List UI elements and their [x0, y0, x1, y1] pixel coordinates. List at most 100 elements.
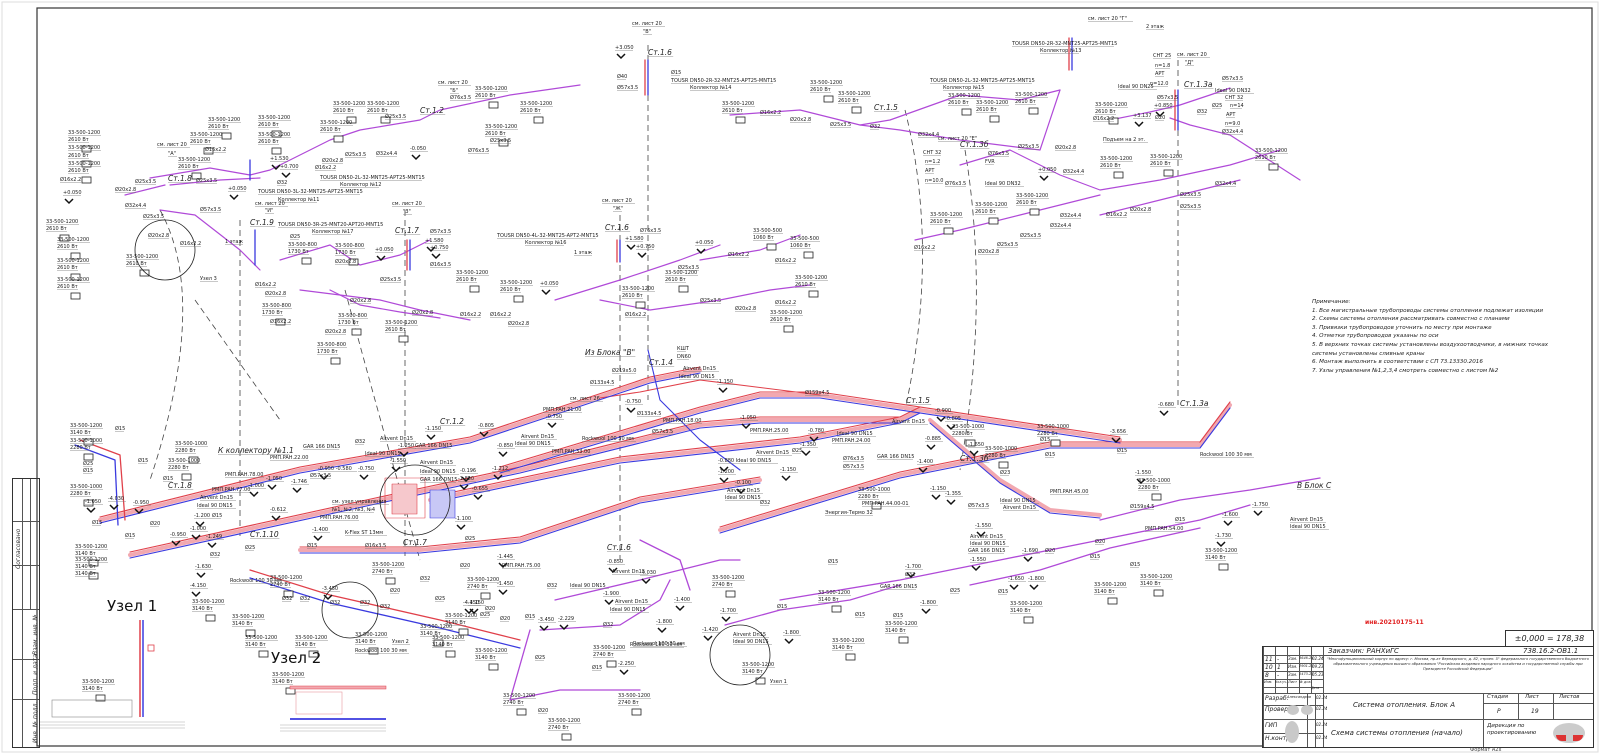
annotation-label: TOUSR DN50-4L-32-MNT25-APT2-MNT15 — [496, 233, 599, 239]
annotation-label: Ø20x2.8 — [412, 309, 433, 316]
radiator-icon — [330, 357, 341, 365]
annotation-label: GAR 166 DN15 — [303, 444, 340, 450]
radiator-icon — [1050, 439, 1061, 447]
radiator-icon — [245, 629, 256, 637]
annotation-label: Ø32x4.4 — [1063, 168, 1084, 175]
elevation-mark-icon — [493, 474, 503, 481]
radiator-icon — [181, 473, 192, 481]
annotation-label: 33-500-1200 — [1010, 601, 1042, 607]
annotation-label: K-Flex ST 13мм — [345, 530, 383, 536]
annotation-label: Ø20 — [390, 587, 400, 594]
annotation-label: 33-500-1200 — [475, 648, 507, 654]
elevation-mark-icon — [719, 477, 729, 484]
annotation-label: PMП.PAH.45.00 — [1050, 489, 1088, 495]
annotation-label: -1.550 — [975, 523, 991, 529]
annotation-label: 33-500-1200 — [190, 132, 222, 138]
annotation-label: -1.350 — [800, 442, 816, 448]
annotation-label: +3.050 — [615, 45, 634, 51]
annotation-label: Ø32 — [1197, 108, 1207, 115]
annotation-label: Ideal 90 DN15 — [1290, 524, 1326, 530]
notes-block: Примечание: 1. Все магистральные трубопр… — [1312, 298, 1582, 375]
rev-date: 09.23 — [1312, 664, 1324, 669]
rev-date: 02.24 — [1312, 656, 1324, 661]
note-item: 3. Привязки трубопроводов уточнить по ме… — [1312, 324, 1492, 331]
annotation-label: Коллектор №11 — [278, 197, 319, 203]
annotation-label: 33-500-800 — [335, 243, 364, 249]
signer-role: ГИП — [1265, 722, 1278, 729]
elevation-mark-icon — [971, 565, 981, 572]
radiator-icon — [81, 160, 92, 168]
annotation-label: Ø20x2.8 — [978, 248, 999, 255]
annotation-label: n=1.8 — [1155, 63, 1170, 69]
elevation-mark-icon — [196, 572, 206, 579]
node1-detail: Узел 1 — [40, 597, 185, 729]
annotation-label: 2280 Вт — [70, 445, 91, 451]
annotation-label: APT — [1155, 71, 1165, 77]
radiator-icon — [783, 325, 794, 333]
annotation-label: 33-500-1200 — [355, 632, 387, 638]
radiator-icon — [469, 285, 480, 293]
annotation-label: Airvent Dn15 — [420, 460, 453, 466]
annotation-label: 33-500-1200 — [742, 662, 774, 668]
annotation-label: n=14 — [1230, 103, 1244, 109]
annotation-label: -1.800 — [783, 630, 799, 636]
side-strip: Согласовано Взам. инв. № Подп. и дата Ин… — [12, 478, 40, 748]
annotation-label: см. лист 20 "Е" — [938, 136, 977, 142]
annotation-label: 33-500-500 — [790, 236, 819, 242]
annotation-label: Ø32 — [282, 595, 292, 602]
annotation-label: 33-500-1200 — [885, 621, 917, 627]
elevation-mark-icon — [784, 638, 794, 645]
annotation-label: n=9.0 — [1225, 121, 1240, 127]
annotation-label: -0.880 Ideal 90 DN15 — [718, 458, 771, 464]
annotation-label: Из Блока "В" — [585, 348, 635, 357]
annotation-label: Коллектор №14 — [690, 85, 731, 91]
annotation-label: -0.805 — [945, 416, 961, 422]
annotation-label: 33-500-1200 — [593, 645, 625, 651]
annotation-label: +0.750 — [430, 245, 449, 251]
radiator-icon — [606, 660, 617, 668]
annotation-label: Ø32 — [760, 499, 770, 506]
annotation-label: -1.900 — [603, 591, 619, 597]
annotation-label: PMП.PAH.33.00 — [552, 449, 590, 455]
annotation-label: Ø15 — [1175, 516, 1185, 523]
annotation-label: Ø15 — [1040, 436, 1050, 443]
annotation-label: 3140 Вт — [82, 686, 103, 692]
annotation-label: -4.030 — [108, 496, 124, 502]
annotation-label: +1.580 — [425, 238, 444, 244]
elevation-mark-icon — [541, 289, 551, 296]
elevation-mark-icon — [271, 164, 281, 171]
annotation-label: Ø32 — [603, 621, 613, 628]
radiator-icon — [88, 572, 99, 580]
radiator-icon — [498, 139, 509, 147]
annotation-label: +0.700 — [280, 164, 299, 170]
annotation-label: 2740 Вт — [618, 700, 639, 706]
annotation-label: Ø32 — [277, 179, 287, 186]
annotation-label: 33-500-1200 — [385, 320, 417, 326]
annotation-label: 33-500-1200 — [930, 212, 962, 218]
annotation-label: 1730 Вт — [288, 249, 309, 255]
annotation-label: 3140 Вт — [885, 628, 906, 634]
annotation-label: +0.050 — [695, 240, 714, 246]
annotation-label: Ø20x2.8 — [148, 232, 169, 239]
annotation-label: Ø25x3.5 — [830, 121, 851, 128]
annotation-label: 33-500-1200 — [320, 120, 352, 126]
annotation-label: TOUSR DN50-3R-25-MNT20-APT20-MNT15 — [277, 222, 383, 228]
annotation-label: Ø15 — [1090, 553, 1100, 560]
annotation-label: Ø219x5.0 — [612, 367, 636, 374]
annotation-label: Ø25x3.5 — [345, 151, 366, 158]
annotation-label: 33-500-500 — [753, 228, 782, 234]
annotation-label: 2280 Вт — [858, 494, 879, 500]
annotation-label: 2280 Вт — [985, 453, 1006, 459]
annotation-label: 33-500-1200 — [126, 254, 158, 260]
annotation-label: -1.150 — [780, 467, 796, 473]
annotation-label: 33-500-1200 — [272, 672, 304, 678]
elevation-mark-icon — [626, 407, 636, 414]
annotation-label: 33-500-1200 — [432, 635, 464, 641]
radiator-icon — [88, 559, 99, 567]
annotation-label: Airvent Dn15 — [892, 419, 925, 425]
elevation-mark-icon — [426, 246, 436, 253]
elevation-mark-icon — [191, 534, 201, 541]
radiator-icon — [516, 708, 527, 716]
annotation-label: +0.050 — [1038, 167, 1057, 173]
annotation-label: Ø16x2.2 — [205, 146, 226, 153]
